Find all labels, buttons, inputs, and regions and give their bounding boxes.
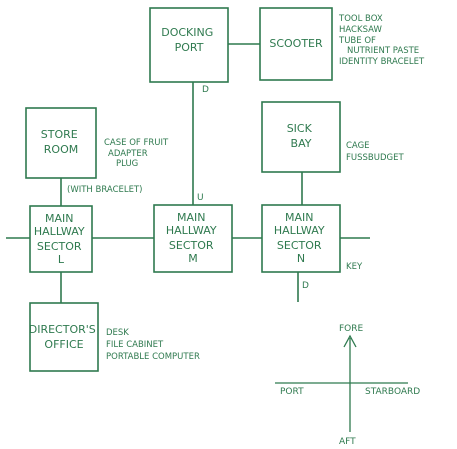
note-sick-bay-items: CAGE FUSSBUDGET — [346, 141, 404, 163]
compass-fore-label: FORE — [339, 324, 364, 334]
room-label-line: BAY — [291, 137, 312, 150]
room-sick-bay: SICK BAY — [261, 101, 341, 173]
note-store-room-door: (WITH BRACELET) — [67, 185, 143, 195]
room-label-line: N — [297, 252, 305, 265]
room-box — [149, 7, 229, 83]
compass-fore-arrow-icon — [343, 334, 357, 348]
room-box — [261, 204, 341, 273]
room-label-line: SICK — [287, 122, 313, 135]
room-box — [29, 302, 99, 372]
svg-text:SICK BAY: SICK BAY — [287, 122, 316, 150]
svg-text:MAIN HALLWAY SECTO: MAIN HALLWAY SECTOR L — [34, 212, 88, 266]
compass-starboard-label: STARBOARD — [365, 387, 420, 397]
room-label-line: SECTOR — [169, 239, 214, 252]
room-label-line: DOCKING — [161, 26, 213, 39]
note-scooter-items: TOOL BOX HACKSAW TUBE OF NUTRIENT PASTE … — [338, 14, 425, 67]
note-line: CASE OF FRUIT — [104, 138, 169, 148]
room-docking-port: DOCKING PORT — [149, 7, 229, 83]
room-label-line: MAIN — [285, 211, 314, 224]
room-sector-m: MAIN HALLWAY SECTOR M — [153, 204, 233, 273]
note-sector-n-items: KEY — [346, 262, 363, 272]
room-box — [29, 205, 93, 273]
room-label-line: MAIN — [45, 212, 74, 225]
room-label-line: HALLWAY — [166, 224, 217, 237]
room-label-line: HALLWAY — [34, 225, 85, 238]
room-label-line: M — [188, 252, 198, 265]
note-line: CAGE — [346, 141, 370, 151]
compass-aft-label: AFT — [339, 437, 356, 447]
svg-text:DIRECTOR'S OFFICE: DIRECTOR'S OFFICE — [29, 323, 100, 351]
room-store-room: STORE ROOM — [25, 107, 97, 179]
room-box — [261, 101, 341, 173]
note-store-room-items: CASE OF FRUIT ADAPTER PLUG — [104, 138, 171, 169]
room-label-line: SECTOR — [37, 240, 82, 253]
room-label-line: ROOM — [44, 143, 78, 156]
svg-text:MAIN HALLWAY SECTO: MAIN HALLWAY SECTOR M — [166, 211, 220, 265]
exit-sector-m-up: U — [197, 193, 204, 203]
compass-port-label: PORT — [280, 387, 304, 397]
svg-text:DOCKING PORT: DOCKING PORT — [161, 26, 217, 54]
note-line: TOOL BOX — [338, 14, 383, 24]
room-label-line: SECTOR — [277, 239, 322, 252]
note-line: FUSSBUDGET — [346, 153, 404, 163]
note-line: PORTABLE COMPUTER — [106, 352, 200, 362]
room-box — [25, 107, 97, 179]
exit-docking-down: D — [202, 85, 209, 95]
room-scooter: SCOOTER — [259, 7, 333, 81]
note-line: NUTRIENT PASTE — [347, 46, 419, 56]
svg-text:MAIN HALLWAY SECTO: MAIN HALLWAY SECTOR N — [274, 211, 328, 265]
room-box — [259, 7, 333, 81]
connectors — [6, 43, 370, 303]
room-label-line: PORT — [175, 41, 204, 54]
room-label-line: L — [58, 253, 65, 266]
note-line: HACKSAW — [339, 25, 382, 35]
note-line: IDENTITY BRACELET — [339, 57, 425, 67]
room-sector-l: MAIN HALLWAY SECTOR L — [29, 205, 93, 273]
room-label-line: STORE — [41, 128, 78, 141]
room-label-line: MAIN — [177, 211, 206, 224]
compass: FORE AFT PORT STARBOARD — [275, 324, 420, 447]
room-label-line: DIRECTOR'S — [29, 323, 96, 336]
note-line: FILE CABINET — [106, 340, 164, 350]
room-label-line: HALLWAY — [274, 224, 325, 237]
svg-text:STORE ROOM: STORE ROOM — [41, 128, 81, 156]
room-label-line: OFFICE — [44, 338, 83, 351]
note-line: ADAPTER — [108, 149, 148, 159]
room-directors-office: DIRECTOR'S OFFICE — [29, 302, 100, 372]
note-line: DESK — [106, 328, 129, 338]
room-sector-n: MAIN HALLWAY SECTOR N — [261, 204, 341, 273]
note-line: TUBE OF — [338, 36, 376, 46]
exit-sector-n-down: D — [302, 281, 309, 291]
room-box — [153, 204, 233, 273]
room-label-line: SCOOTER — [269, 37, 323, 50]
note-line: PLUG — [116, 159, 138, 169]
note-office-items: DESK FILE CABINET PORTABLE COMPUTER — [106, 328, 200, 362]
